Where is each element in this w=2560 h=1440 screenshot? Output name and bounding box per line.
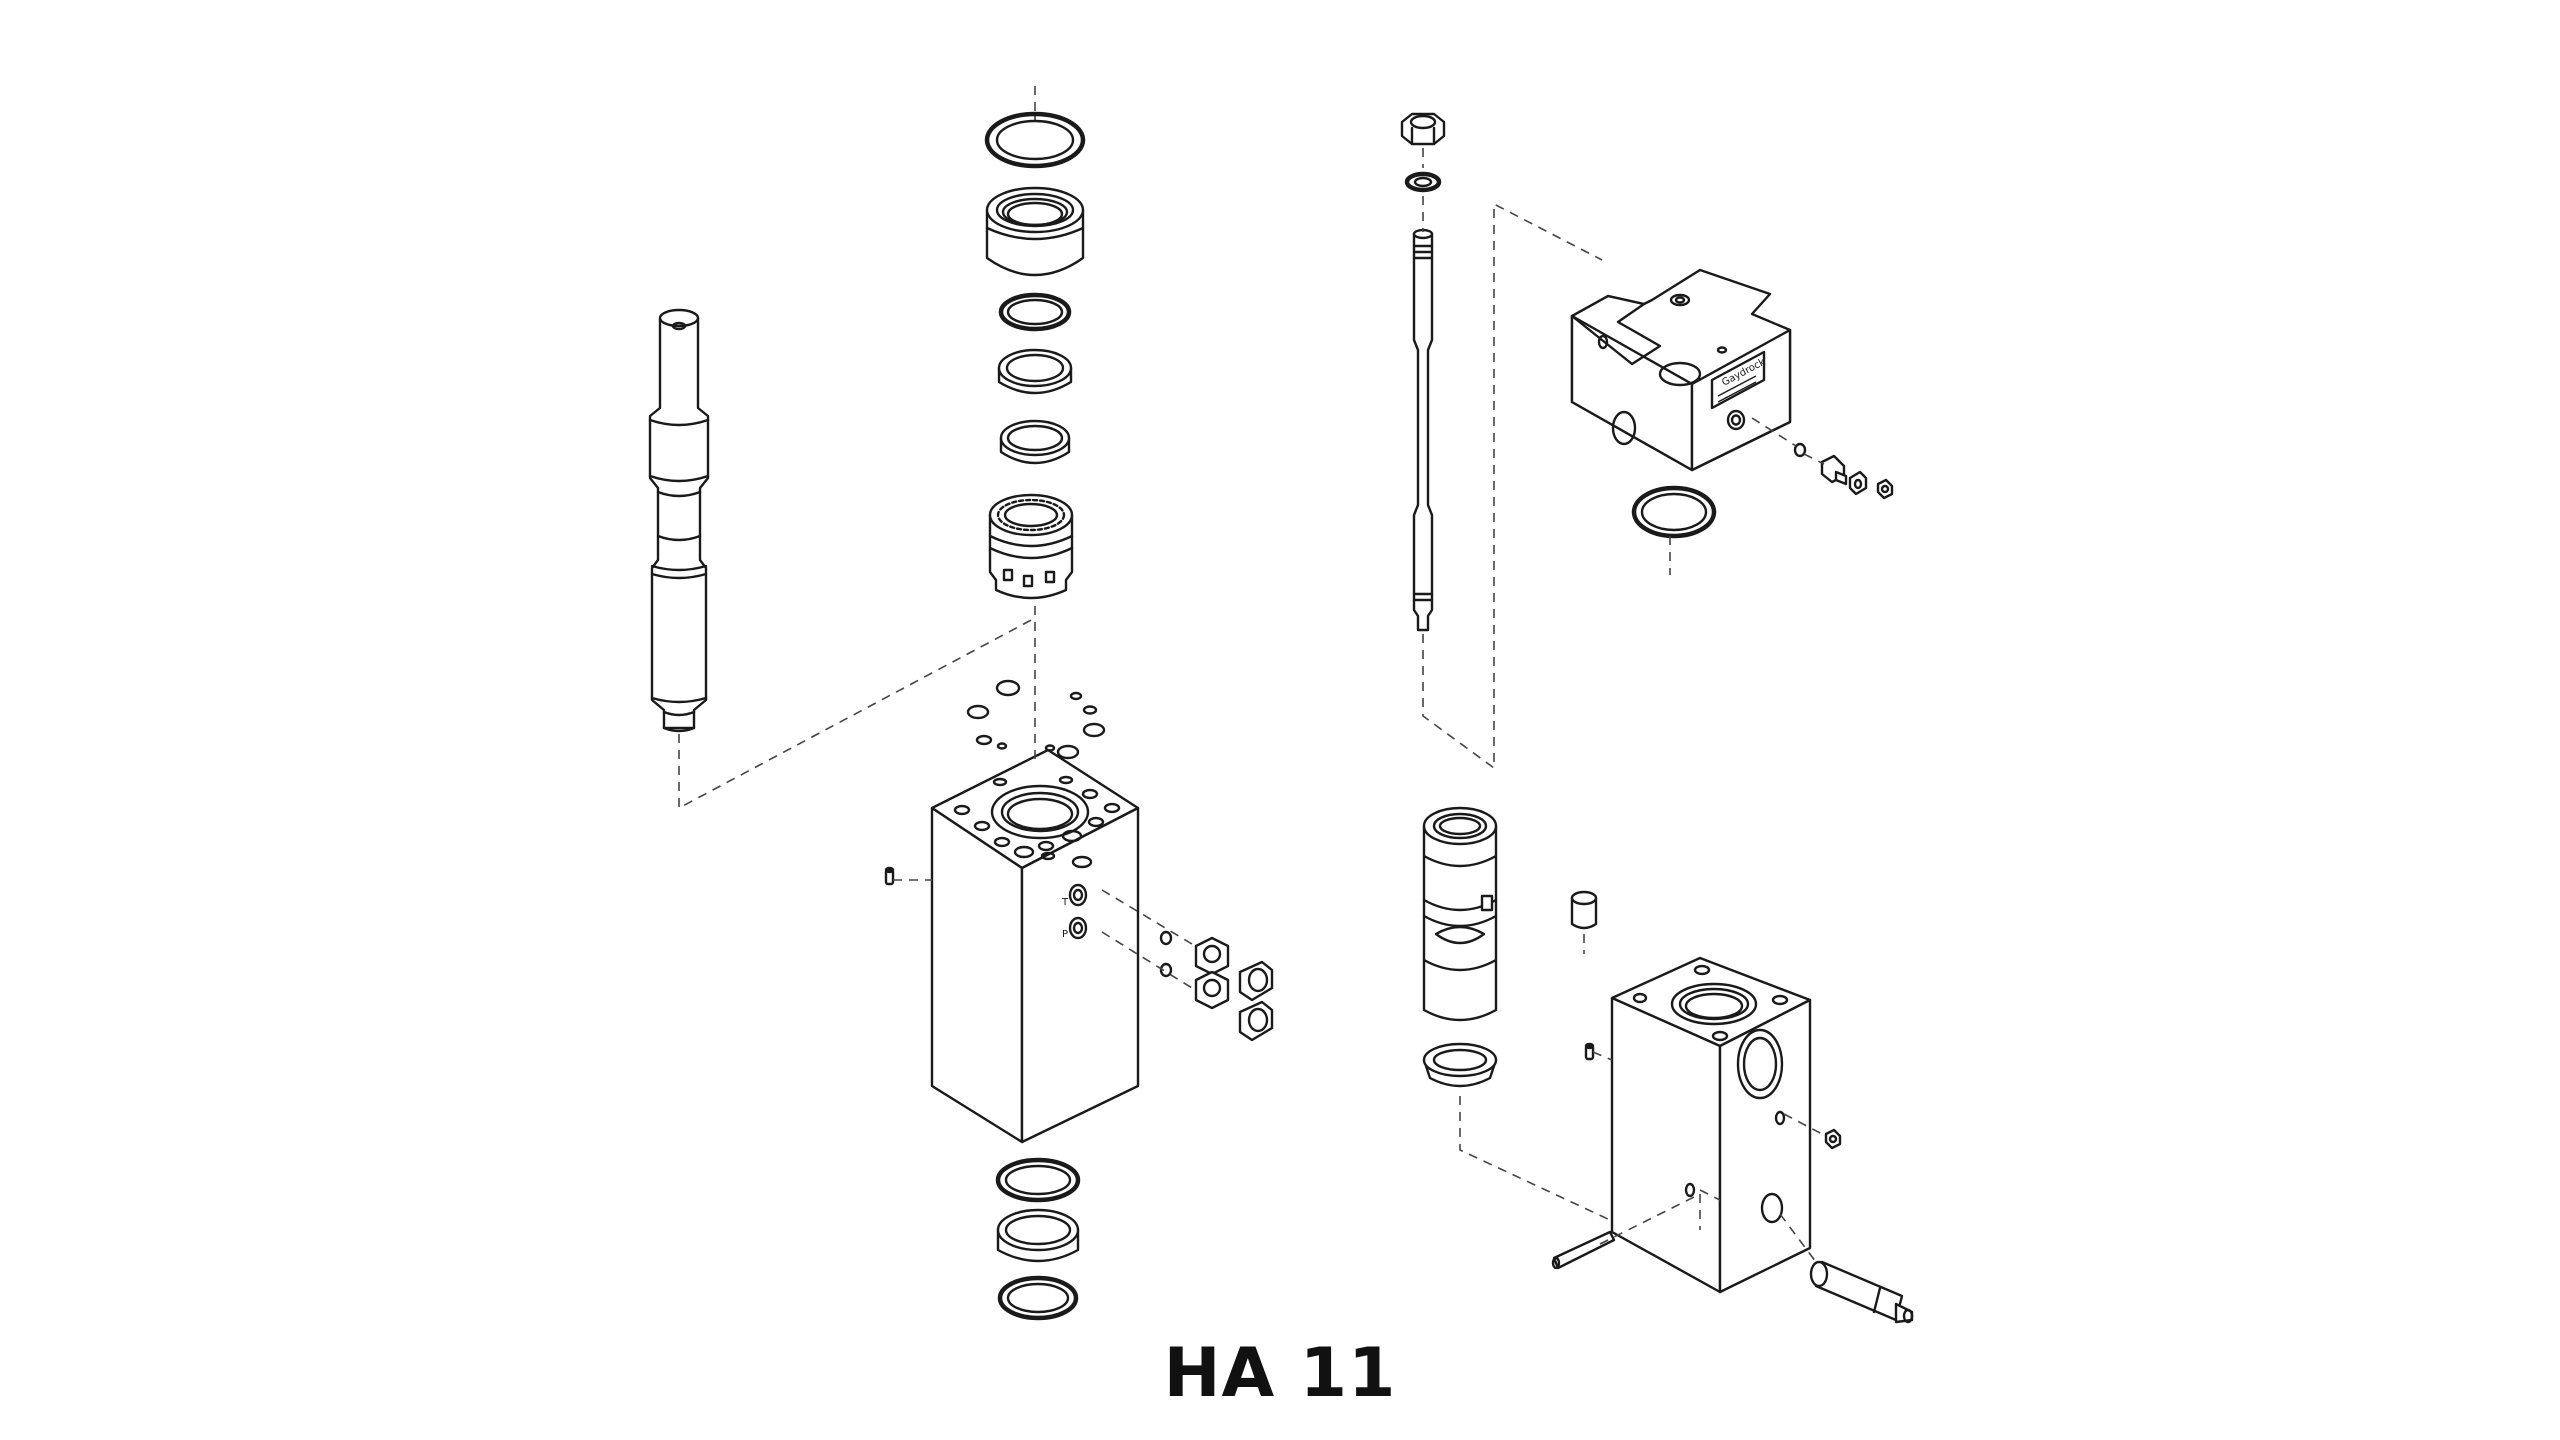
port-label-t: T xyxy=(1061,897,1069,908)
small-o-rings-top xyxy=(966,679,1106,760)
piston-shaft xyxy=(648,308,710,733)
diagram-title: HA 11 xyxy=(1163,1334,1397,1413)
main-cylinder-block: T P xyxy=(930,748,1140,1144)
tie-rod xyxy=(1412,228,1434,632)
seal-ring-2 xyxy=(997,348,1073,395)
back-head: Gaydrock xyxy=(1570,268,1792,472)
port-label-p: P xyxy=(1062,929,1068,940)
back-head-seal-ring xyxy=(1631,485,1717,539)
washer xyxy=(1404,171,1442,193)
valve-bushing-small xyxy=(1570,890,1598,930)
valve-body-block xyxy=(1610,956,1812,1294)
piston-guide-bushing xyxy=(988,493,1074,600)
dowel-pin-left xyxy=(884,866,895,886)
front-head-cap xyxy=(985,186,1085,277)
lower-seal-ring-2 xyxy=(997,1275,1079,1321)
seal-ring-1 xyxy=(998,292,1072,332)
lower-seal-ring-1 xyxy=(995,1157,1081,1203)
right-upper-leader-lines xyxy=(1422,148,1825,770)
seal-ring-3 xyxy=(999,419,1071,465)
upper-snap-ring xyxy=(984,111,1086,169)
right-lower-leader-lines xyxy=(1459,934,1823,1263)
lower-bushing xyxy=(996,1208,1080,1263)
control-valve-spool xyxy=(1422,806,1498,1022)
left-assembly-leader-lines xyxy=(678,86,1193,989)
port-fittings xyxy=(1159,930,1274,1042)
gas-valve-parts xyxy=(1793,442,1894,500)
spool-end-cap xyxy=(1422,1042,1498,1088)
valve-plunger xyxy=(1809,1260,1914,1324)
hex-nut xyxy=(1400,112,1446,146)
